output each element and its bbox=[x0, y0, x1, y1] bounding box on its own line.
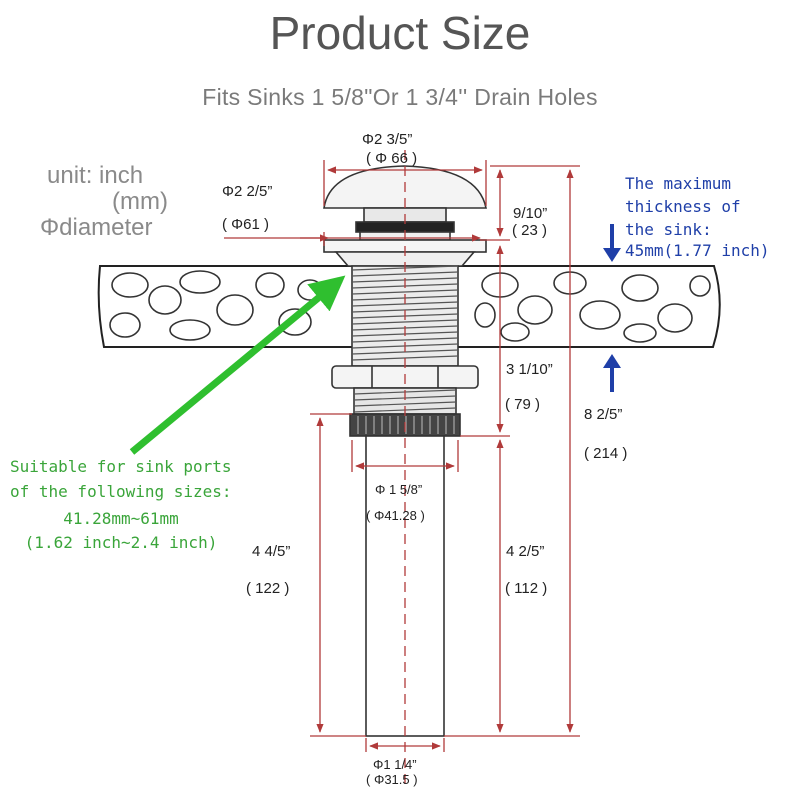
pipe-diameter-mm: ( Φ31.5 ) bbox=[366, 772, 418, 787]
tail-right-height-mm: ( 112 ) bbox=[505, 580, 548, 597]
unit-label: unit: inch bbox=[47, 162, 144, 189]
tail-left-height-inch: 4 4/5” bbox=[252, 543, 291, 560]
tail-right-height-inch: 4 2/5” bbox=[506, 543, 545, 560]
sink-port-note-line-2: of the following sizes: bbox=[10, 482, 232, 501]
total-height-inch: 8 2/5” bbox=[584, 406, 623, 423]
max-thickness-note-line-2: thickness of bbox=[625, 197, 741, 216]
cap-diameter-mm: ( Φ 66 ) bbox=[366, 150, 418, 167]
tail-left-height-mm: ( 122 ) bbox=[246, 580, 290, 597]
top-height-inch: 9/10” bbox=[513, 205, 548, 222]
body-height-mm: ( 79 ) bbox=[505, 396, 541, 413]
sink-port-note-line-3: 41.28mm~61mm bbox=[63, 509, 179, 528]
body-height-inch: 3 1/10” bbox=[506, 361, 553, 378]
page-subtitle: Fits Sinks 1 5/8"Or 1 3/4'' Drain Holes bbox=[202, 84, 598, 110]
flange-diameter-mm: ( Φ61 ) bbox=[222, 216, 269, 233]
unit-mm-label: (mm) bbox=[112, 188, 168, 215]
max-thickness-note-line-4: 45mm(1.77 inch) bbox=[625, 241, 770, 260]
sink-port-note-line-1: Suitable for sink ports bbox=[10, 457, 232, 476]
thread-diameter-inch: Φ 1 5/8” bbox=[375, 482, 423, 497]
sink-port-note-line-4: (1.62 inch~2.4 inch) bbox=[24, 533, 218, 552]
pipe-diameter-inch: Φ1 1/4” bbox=[373, 757, 417, 772]
thickness-arrows bbox=[603, 224, 621, 392]
flange-diameter-inch: Φ2 2/5” bbox=[222, 183, 273, 200]
cap-diameter-inch: Φ2 3/5” bbox=[362, 131, 413, 148]
total-height-mm: ( 214 ) bbox=[584, 445, 628, 462]
thread-diameter-mm: ( Φ41.28 ) bbox=[366, 508, 425, 523]
green-pointer-arrow bbox=[129, 275, 346, 455]
unit-diameter-label: Φdiameter bbox=[40, 214, 153, 241]
page-title: Product Size bbox=[269, 7, 531, 59]
dimension-lines bbox=[224, 160, 580, 752]
max-thickness-note-line-1: The maximum bbox=[625, 174, 731, 193]
max-thickness-note-line-3: the sink: bbox=[625, 220, 712, 239]
top-height-mm: ( 23 ) bbox=[512, 222, 548, 239]
